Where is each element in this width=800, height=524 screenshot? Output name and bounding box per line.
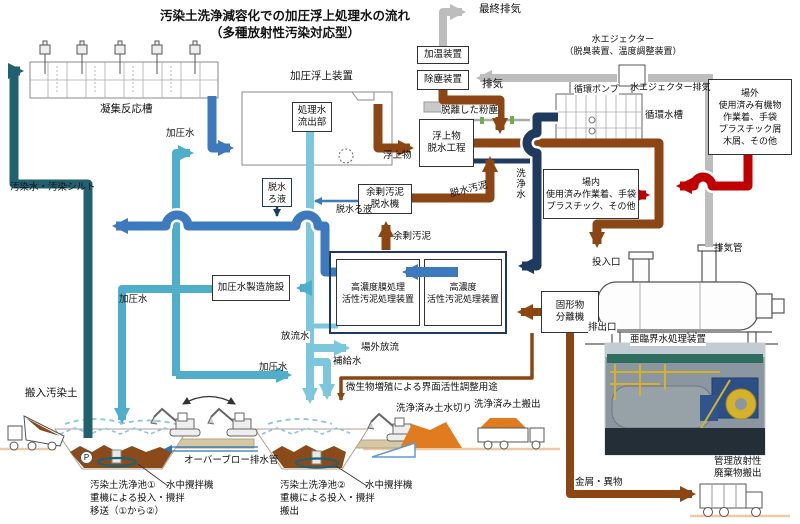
onsite-waste-box: 場内 使用済み作業着、手袋 プラスチック、その他 xyxy=(543,169,639,219)
pressurized-water-plant-box: 加圧水製造施設 xyxy=(212,275,290,301)
pipe-treated-recycle xyxy=(112,210,337,277)
swing-arrow xyxy=(182,395,236,405)
label-ejector-exhaust: 水エジェクター排気 xyxy=(630,82,711,92)
pipe-pressurized-water xyxy=(114,145,312,424)
label-pond1-caption: 汚染土洗浄池① 重機による投入・攪拌 移送（①から②） xyxy=(90,480,185,517)
dust-removal-box: 除塵装置 xyxy=(417,70,469,90)
label-final-exhaust: 最終排気 xyxy=(479,3,521,15)
pipe-coagulation-out xyxy=(207,96,234,156)
pipe-treated-water xyxy=(302,131,350,404)
dewatered-filtrate-tag: 脱水 ろ液 xyxy=(262,178,292,207)
label-surplus-sludge: 余剰汚泥 xyxy=(393,231,432,242)
label-pressurized-water-left: 加圧水 xyxy=(119,294,148,305)
pump-symbol: P xyxy=(80,451,93,464)
pipe-contaminated-silt xyxy=(8,63,93,438)
diagram-title: 汚染土洗浄減容化での加圧浮上処理水の流れ （多種放射性汚染対応型） xyxy=(160,9,411,40)
label-overflow-pipe: オーバーブロー排水管 xyxy=(184,455,279,466)
label-pressurized-water-bottom: 加圧水 xyxy=(259,362,288,373)
mixer-leader-lines xyxy=(137,463,368,487)
label-pressurized-water-top: 加圧水 xyxy=(166,128,195,139)
surplus-sludge-dewaterer-box: 余剰汚泥 脱水機 xyxy=(358,184,412,214)
label-washed-soil-draining: 洗浄済み土水切り xyxy=(396,403,473,414)
excavator-2 xyxy=(207,407,258,437)
excavator-1 xyxy=(150,407,201,437)
overflow-drain-pipe xyxy=(164,445,258,453)
label-washed-soil-carryout: 洗浄済み土搬出 xyxy=(474,399,541,410)
dump-truck-incoming xyxy=(7,415,65,451)
label-contaminated-water-silt: 汚染水・汚染シルト xyxy=(10,182,96,193)
label-outlet-port: 排出口 xyxy=(588,322,617,334)
flotation-tank-drawing xyxy=(241,91,443,166)
label-metal-scraps: 金屑・異物 xyxy=(575,477,623,488)
ramp xyxy=(371,441,416,458)
subcritical-unit-drawing xyxy=(564,244,785,345)
truck-washed-soil xyxy=(477,418,545,450)
label-exhaust-pipe: 排気管 xyxy=(714,243,743,254)
label-subcritical-unit: 亜臨界水処理装置 xyxy=(630,334,707,346)
coagulation-tank-drawing xyxy=(29,40,219,99)
treated-water-outlet-box: 処理水 流出部 xyxy=(292,102,332,132)
label-dewatered-filtrate: 脱水ろ液 xyxy=(336,204,373,214)
high-conc-activated-sludge-box: 高濃度 活性汚泥処理装置 xyxy=(424,259,502,326)
flotation-dewatering-box: 浮上物 脱水工程 xyxy=(419,119,474,167)
soil-pile xyxy=(400,422,462,448)
washing-pond-1 xyxy=(54,418,189,470)
heating-unit-box: 加温装置 xyxy=(417,46,469,64)
label-pond2-caption: 汚染土洗浄池② 重機による投入・攪拌 搬出 xyxy=(280,480,375,517)
label-submersible-mixer-1: 水中攪拌機 xyxy=(166,480,214,491)
label-water-ejector: 水エジェクター （脱臭装置、温度調整装置） xyxy=(564,34,682,56)
label-discharge-water: 放流水 xyxy=(281,331,310,343)
washing-pond-2 xyxy=(254,418,369,470)
label-coagulation-tank: 凝集反応槽 xyxy=(100,103,153,115)
arrow-offsite-waste xyxy=(676,152,753,194)
label-makeup-water: 補給水 xyxy=(333,356,362,368)
label-submersible-mixer-2: 水中攪拌機 xyxy=(365,480,413,491)
truck-radioactive-waste xyxy=(699,483,763,517)
label-washing-water: 洗浄水 xyxy=(514,168,525,200)
offsite-waste-box: 場外 使用済み有機物 作業着、手袋 プラスチック屑 木屑、その他 xyxy=(708,79,792,155)
label-floating-matter: 浮上物 xyxy=(383,150,412,161)
membrane-activated-sludge-box: 高濃度膜処理 活性汚泥処理装置 xyxy=(336,259,420,326)
subcritical-photo xyxy=(604,342,766,456)
label-inlet-port: 投入口 xyxy=(592,257,621,269)
label-flotation-unit: 加圧浮上装置 xyxy=(290,70,353,82)
label-circulation-pump: 循環ポンプ xyxy=(574,83,619,95)
label-carried-in-soil: 搬入汚染土 xyxy=(25,387,78,399)
label-detached-dust: 脱離した粉塵 xyxy=(441,105,499,117)
label-offsite-discharge: 場外放流 xyxy=(361,342,400,353)
pipe-sludge-brown xyxy=(337,90,696,502)
pipe-washing-water xyxy=(518,112,558,274)
activated-sludge-outer-box xyxy=(329,251,507,334)
label-exhaust: 排気 xyxy=(482,78,503,90)
label-circulation-tank: 循環水槽 xyxy=(645,110,684,121)
label-microbe-line: 微生物増殖による界面活性調整用途 xyxy=(346,382,498,393)
label-radioactive-waste-carryout: 管理放射性 廃棄物搬出 xyxy=(714,456,762,479)
